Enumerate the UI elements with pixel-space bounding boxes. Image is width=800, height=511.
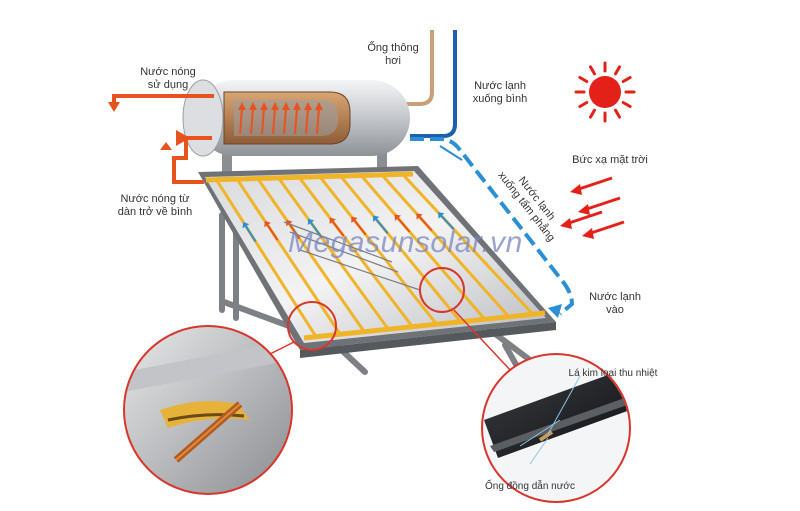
flow-arrowhead [242,222,250,229]
flow-arrow [353,219,367,236]
flow-arrow [440,215,455,230]
panel-top-header [205,171,414,183]
sun-ray [614,108,621,119]
cold-pipe-to-tank [410,30,457,138]
detail-absorber-right [481,353,631,503]
flow-arrowhead [307,218,315,226]
tank-heat-arrowhead [304,102,312,110]
radiation-arrow [583,196,621,212]
sun-icon [574,61,636,123]
panel-riser [215,178,318,338]
sun-ray [621,76,632,83]
flow-arrow [397,217,411,233]
tank-heat-arrow [239,107,243,135]
tank-heat-arrowhead [293,102,301,110]
panel-riser [256,177,366,333]
panel-bottom-rail [300,322,556,358]
radiation-arrow [587,220,625,236]
flow-arrow [245,225,257,242]
tank-heat-arrow [261,107,265,135]
flow-arrowhead [394,214,401,221]
panel-risers [215,173,535,338]
label-cold-water-to-tank: Nước lạnh xuống bình [472,80,528,105]
sun-ray [614,65,621,76]
panel-riser [339,175,462,323]
flow-arrowhead [286,219,293,227]
tank-heat-arrow [305,107,309,135]
tank-heat-arrow [250,107,254,135]
sun-ray [589,108,596,119]
panel-riser [380,173,510,318]
panel-riser [235,178,342,336]
radiation-arrow-icon [560,176,625,239]
panel-riser [401,173,535,316]
label-hot-water-return: Nước nóng từ dàn trở về bình [117,193,193,218]
flow-arrowhead [264,220,271,228]
panel-riser [297,176,414,328]
sun-ray [621,101,632,108]
tank-heat-arrowhead [282,102,290,110]
panel-riser [318,175,438,326]
label-hot-water-use: Nước nóng sử dụng [140,66,196,91]
tank-heat-arrow [283,107,287,135]
flow-arrow [266,224,279,241]
vent-pipe [398,30,434,106]
callout-ring-right [419,267,465,313]
radiation-arrow [575,176,613,192]
flow-arrowhead [351,216,358,223]
hot-pipe-return [172,136,212,184]
tank-heat-arrowhead [271,102,279,110]
watermark: Megasunsolar.vn [288,226,523,259]
tank-heat-arrowhead [238,102,246,110]
tank-heat-arrow [316,107,320,135]
flow-arrow [331,221,345,237]
panel-riser [277,177,390,331]
flow-arrowhead [438,212,445,219]
tank-heat-arrowhead [249,102,257,110]
label-copper-pipe: Ống đồng dẫn nước [485,481,575,492]
panel-bottom-header [303,310,546,341]
panel-reflection [283,221,421,291]
hot-pipe-out [112,94,214,104]
radiation-arrowhead [560,218,572,229]
label-absorber-fin: Lá kim loại thu nhiệt [568,368,658,379]
label-solar-radiation: Bức xạ mặt trời [572,154,648,166]
tank-heat-arrow [272,107,276,135]
flow-arrow [418,216,433,232]
hot-return-arrowhead [176,130,190,146]
label-vent-pipe: Ống thông hơi [367,42,419,67]
radiation-arrowhead [582,228,594,239]
radiation-arrow [565,210,603,226]
hot-out-arrowhead [108,102,120,112]
sun-ray [578,76,589,83]
sun-ray [589,65,596,76]
label-cold-water-in: Nước lạnh vào [589,291,641,316]
flow-arrowhead [416,213,423,220]
flow-arrow [288,223,301,240]
flow-arrow [375,218,389,234]
radiation-arrowhead [570,184,582,195]
flow-arrowhead [373,215,380,222]
tank-heat-arrows [238,102,323,135]
detail-absorber-left [123,325,293,495]
flow-arrowhead [329,217,336,225]
radiation-arrowhead [578,204,590,215]
sun-ray [578,101,589,108]
tank-heat-arrowhead [260,102,268,110]
callout-ring-left [287,301,337,351]
tank-heat-arrow [294,107,298,135]
tank-heat-arrowhead [315,102,323,110]
tank-supports [222,152,387,174]
